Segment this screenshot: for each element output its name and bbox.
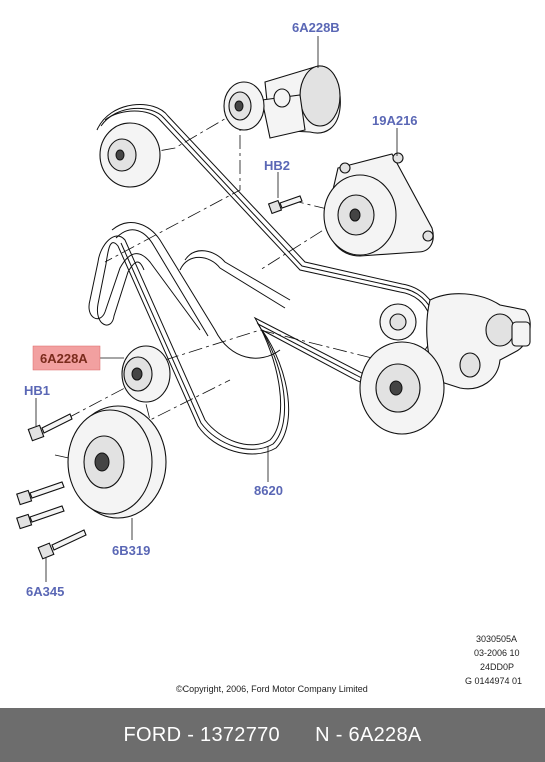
meta-line-4: G 0144974 01 <box>465 676 522 686</box>
meta-line-1: 3030505A <box>476 634 517 644</box>
bolt-hb1-part <box>27 413 73 442</box>
upper-pulley <box>99 122 161 188</box>
callout-idler-highlighted: 6A228A <box>40 351 88 366</box>
callout-belt: 8620 <box>254 483 283 498</box>
callout-water-pump: 19A216 <box>372 113 418 128</box>
idler-pulley-6a228a <box>121 345 171 403</box>
leader-lines <box>35 36 398 582</box>
callout-tensioner: 6A228B <box>292 20 340 35</box>
bolt-hb2-part <box>267 195 303 215</box>
footer-part-number: FORD - 1372770 <box>123 723 280 746</box>
callout-hb1: HB1 <box>24 383 50 398</box>
callout-labels: 6A228B 19A216 HB2 6A228A HB1 8620 6B319 … <box>24 20 418 599</box>
drawing-metadata: 3030505A 03-2006 10 24DD0P G 0144974 01 <box>465 634 522 686</box>
callout-crank-pulley: 6B319 <box>112 543 150 558</box>
callout-highlight-box <box>32 345 101 371</box>
callout-hb2: HB2 <box>264 158 290 173</box>
part-number-footer: FORD - 1372770 N - 6A228A <box>0 708 545 762</box>
belt-drive-diagram: 6A228B 19A216 HB2 6A228A HB1 8620 6B319 … <box>16 20 531 694</box>
crankshaft-pulley <box>67 405 167 519</box>
footer-reference: N - 6A228A <box>315 723 422 746</box>
meta-line-3: 24DD0P <box>480 662 514 672</box>
copyright-notice: ©Copyright, 2006, Ford Motor Company Lim… <box>176 684 368 694</box>
footer-spacer <box>280 724 315 747</box>
meta-line-2: 03-2006 10 <box>474 648 520 658</box>
pump-pulley-assembly <box>323 152 434 257</box>
water-pump <box>426 293 531 390</box>
large-right-pulley <box>359 341 445 435</box>
belt-tensioner <box>223 65 341 139</box>
callout-crank-bolt: 6A345 <box>26 584 64 599</box>
crank-bolts <box>16 481 87 560</box>
upper-right-idler <box>379 303 417 341</box>
